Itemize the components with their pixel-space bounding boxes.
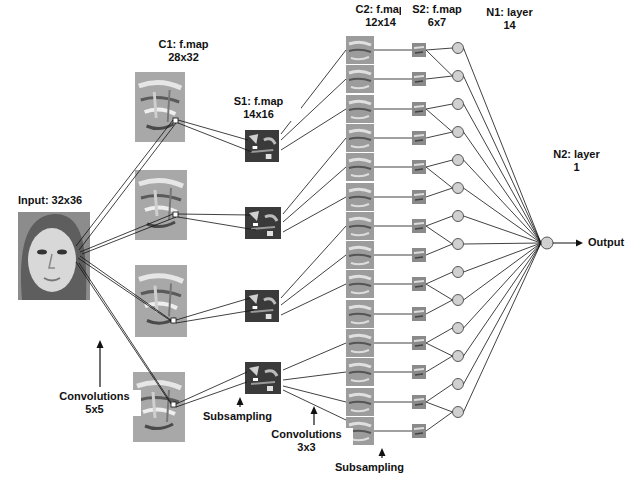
eye xyxy=(57,250,67,255)
s2-feature-map xyxy=(412,43,426,57)
mouth xyxy=(44,278,60,281)
receptive-field xyxy=(173,118,178,123)
s1-feature-map xyxy=(245,130,279,162)
full-connection-lines xyxy=(464,48,542,412)
s2-feature-map xyxy=(412,219,426,233)
s2-feature-map xyxy=(412,131,426,145)
c2-feature-maps xyxy=(346,36,374,445)
c2-feature-map xyxy=(346,388,374,416)
layer-label: C1: f.map 28x32 xyxy=(141,38,226,64)
c2-feature-map xyxy=(346,329,374,357)
c2-feature-map xyxy=(346,36,374,64)
s2-feature-map xyxy=(412,248,426,262)
c2-feature-map xyxy=(346,65,374,93)
neuron xyxy=(453,127,464,138)
neuron xyxy=(453,183,464,194)
neuron xyxy=(453,211,464,222)
layer-label: N1: layer 14 xyxy=(478,6,541,32)
s2-feature-map xyxy=(412,72,426,86)
subsampling-lines xyxy=(374,50,412,431)
eye xyxy=(37,250,47,255)
neuron xyxy=(453,155,464,166)
c1-feature-map xyxy=(135,72,185,142)
neuron xyxy=(453,239,464,250)
pointer-arrow xyxy=(99,346,100,387)
layer-label: S2: f.map 6x7 xyxy=(401,3,473,29)
c2-feature-map xyxy=(346,153,374,181)
arrow-head xyxy=(311,406,318,414)
c2-feature-map xyxy=(346,241,374,269)
s1-feature-map xyxy=(245,207,281,239)
neuron xyxy=(453,99,464,110)
neuron xyxy=(453,267,464,278)
operation-label: Convolutions 3x3 xyxy=(260,428,353,454)
output-label: Output xyxy=(587,236,625,249)
s2-feature-map xyxy=(412,190,426,204)
output-neuron xyxy=(541,237,553,249)
operation-label: Subsampling xyxy=(202,410,273,423)
receptive-field xyxy=(173,212,178,217)
s2-feature-map xyxy=(412,160,426,174)
subsampling-lines xyxy=(176,120,256,407)
hair xyxy=(21,214,86,300)
n1-neurons xyxy=(453,43,464,418)
neuron xyxy=(453,323,464,334)
layer-label: N2: layer 1 xyxy=(548,148,605,174)
full-connection-lines xyxy=(426,48,453,431)
nose xyxy=(49,254,55,268)
image-ground xyxy=(18,212,90,300)
s2-feature-map xyxy=(412,277,426,291)
receptive-field xyxy=(171,318,176,323)
neuron xyxy=(453,407,464,418)
face-input-image xyxy=(18,212,90,300)
operation-label: Subsampling xyxy=(334,461,405,474)
s2-feature-map xyxy=(412,395,426,409)
neuron xyxy=(453,71,464,82)
face xyxy=(28,228,76,292)
s2-feature-map xyxy=(412,102,426,116)
arrow-head xyxy=(379,448,386,456)
c1-feature-map xyxy=(135,170,187,240)
c2-feature-map xyxy=(346,183,374,211)
s2-feature-map xyxy=(412,307,426,321)
s1-feature-map xyxy=(245,290,279,322)
operation-label: Convolutions 5x5 xyxy=(48,390,141,416)
neuron xyxy=(453,379,464,390)
c2-feature-map xyxy=(346,95,374,123)
layer-label: S1: f.map 14x16 xyxy=(216,95,301,121)
arrow-head xyxy=(576,240,583,247)
c2-feature-map xyxy=(346,300,374,328)
s2-feature-map xyxy=(412,365,426,379)
c2-feature-map xyxy=(346,212,374,240)
receptive-field xyxy=(171,402,176,407)
s2-feature-maps xyxy=(412,43,426,438)
s1-feature-map xyxy=(245,362,281,394)
arrow-head xyxy=(97,340,104,348)
c1-feature-map xyxy=(135,265,187,337)
output-arrow xyxy=(553,243,578,244)
neuron xyxy=(453,43,464,54)
s2-feature-map xyxy=(412,336,426,350)
neuron xyxy=(453,351,464,362)
arrow-head xyxy=(237,397,244,405)
convolution-lines xyxy=(76,120,176,407)
c2-feature-map xyxy=(346,270,374,298)
neuron xyxy=(453,295,464,306)
c2-feature-map xyxy=(346,358,374,386)
s2-feature-map xyxy=(412,424,426,438)
c2-feature-map xyxy=(346,124,374,152)
input-label: Input: 32x36 xyxy=(17,194,83,207)
